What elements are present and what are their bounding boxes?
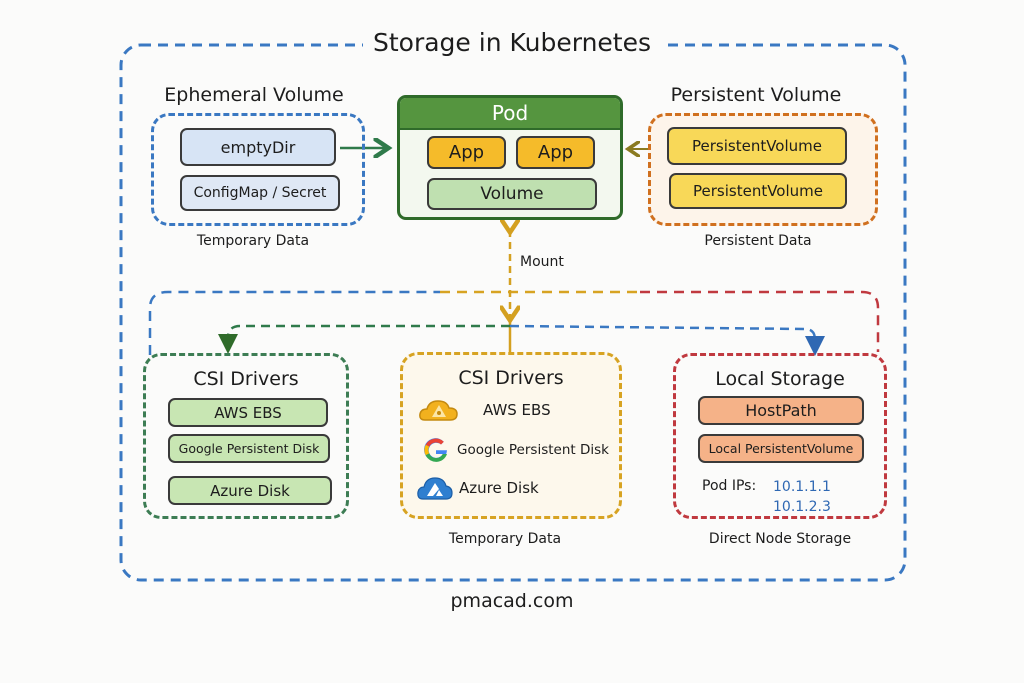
volume-chip[interactable]: Volume bbox=[427, 178, 597, 210]
ephemeral-volume-group: emptyDir ConfigMap / Secret bbox=[151, 113, 365, 226]
local-storage-group: Local Storage HostPath Local PersistentV… bbox=[673, 353, 887, 519]
google-icon bbox=[424, 438, 447, 462]
pod-ip-2: 10.1.2.3 bbox=[773, 499, 831, 515]
configmap-secret-chip[interactable]: ConfigMap / Secret bbox=[180, 175, 340, 211]
aws-cloud-icon bbox=[419, 400, 458, 421]
csi-left-google-pd[interactable]: Google Persistent Disk bbox=[168, 434, 330, 463]
csi-drivers-group-left: CSI Drivers AWS EBS Google Persistent Di… bbox=[143, 353, 349, 519]
persistent-volume-chip-2[interactable]: PersistentVolume bbox=[669, 173, 847, 209]
csi-center-caption: Temporary Data bbox=[448, 531, 562, 547]
csi-center-aws-row[interactable]: AWS EBS bbox=[419, 398, 551, 422]
branch-to-local bbox=[509, 324, 825, 356]
app-chip-1[interactable]: App bbox=[427, 136, 506, 169]
csi-drivers-group-center: CSI Drivers AWS EBS Google Persistent Di… bbox=[400, 352, 622, 519]
csi-center-aws-label: AWS EBS bbox=[483, 401, 551, 419]
branch-to-csi-left bbox=[218, 324, 510, 354]
csi-center-google-label: Google Persistent Disk bbox=[457, 442, 609, 458]
pod-ip-1: 10.1.1.1 bbox=[773, 479, 831, 495]
csi-center-label: CSI Drivers bbox=[458, 367, 564, 389]
local-storage-caption: Direct Node Storage bbox=[708, 531, 852, 547]
pod-ips-label: Pod IPs: bbox=[702, 478, 757, 494]
csi-left-label: CSI Drivers bbox=[193, 368, 299, 390]
local-pv-chip[interactable]: Local PersistentVolume bbox=[698, 434, 864, 463]
mount-label: Mount bbox=[520, 254, 564, 270]
lower-group-frame-blue bbox=[148, 290, 440, 355]
persistent-volume-chip-1[interactable]: PersistentVolume bbox=[667, 127, 847, 165]
csi-center-azure-row[interactable]: Azure Disk bbox=[417, 475, 539, 501]
outer-frame bbox=[119, 43, 907, 582]
pod-header: Pod bbox=[400, 98, 620, 130]
diagram-title: Storage in Kubernetes bbox=[0, 28, 1024, 57]
local-storage-label: Local Storage bbox=[715, 368, 845, 390]
lower-group-frame-red bbox=[640, 290, 880, 352]
app-chip-2[interactable]: App bbox=[516, 136, 595, 169]
hostpath-chip[interactable]: HostPath bbox=[698, 396, 864, 425]
csi-left-aws-ebs[interactable]: AWS EBS bbox=[168, 398, 328, 427]
ephemeral-caption: Temporary Data bbox=[196, 233, 310, 249]
pod-box[interactable]: Pod App App Volume bbox=[397, 95, 623, 220]
emptydir-chip[interactable]: emptyDir bbox=[180, 128, 336, 166]
footer-site: pmacad.com bbox=[450, 590, 574, 612]
csi-center-azure-label: Azure Disk bbox=[459, 479, 539, 497]
persistent-volume-label: Persistent Volume bbox=[670, 84, 842, 106]
azure-cloud-icon bbox=[417, 477, 453, 500]
csi-left-azure-disk[interactable]: Azure Disk bbox=[168, 476, 332, 505]
persistent-caption: Persistent Data bbox=[704, 233, 812, 249]
ephemeral-volume-label: Ephemeral Volume bbox=[164, 84, 344, 106]
csi-center-google-row[interactable]: Google Persistent Disk bbox=[421, 435, 609, 465]
persistent-volume-group: PersistentVolume PersistentVolume bbox=[648, 113, 878, 226]
